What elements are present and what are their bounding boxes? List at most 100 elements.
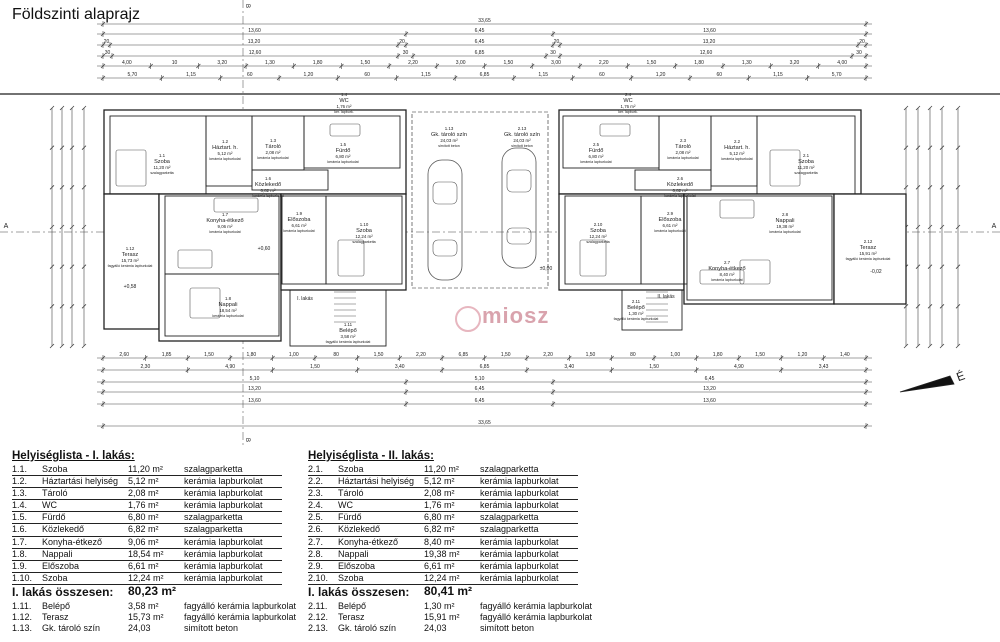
room-area: 19,38 m² [776, 224, 794, 229]
dimension-tick [939, 343, 945, 349]
dimension-label: 1,80 [246, 352, 256, 358]
dimension-tick [148, 63, 153, 69]
list1-area: 1,76 m² [128, 500, 159, 511]
room-number: 1.7 [222, 212, 229, 217]
room-finish: kerámia lapburkolat [252, 194, 283, 198]
dimension-tick [768, 63, 773, 69]
room-number: 2.3 [680, 138, 687, 143]
room-1-10-wall [325, 195, 403, 285]
room-name: WC [339, 98, 348, 104]
dimension-tick [81, 224, 87, 230]
dimension-tick [59, 304, 65, 309]
list2-area: 1,30 m² [424, 600, 455, 611]
dimension-tick [557, 53, 563, 59]
watermark: miosz [482, 303, 550, 328]
dimension-tick [270, 367, 275, 373]
car-right-windshield [506, 169, 532, 193]
car-left [427, 159, 463, 281]
dimension-label: 6,85 [458, 352, 468, 358]
list1-name: Gk. tároló szín [42, 623, 101, 634]
dimension-label: 1,50 [360, 60, 370, 66]
dimension-tick [196, 63, 201, 69]
list2-num: 2.12. [308, 612, 329, 623]
dimension-tick [927, 185, 933, 190]
room-area: 5,12 m² [730, 151, 745, 156]
dimension-label: 4,90 [225, 364, 235, 370]
carport-outline [411, 111, 549, 289]
dimension-tick [778, 355, 784, 361]
dimension-tick [69, 304, 75, 309]
north-arrow-icon [899, 375, 955, 393]
dimension-tick [915, 343, 921, 349]
dimension-label: 13,20 [248, 386, 261, 392]
dimension-tick [100, 367, 106, 373]
dimension-label: 6,45 [475, 386, 485, 392]
room-area: 15,73 m² [121, 258, 139, 263]
dimension-label: 5,70 [127, 72, 137, 78]
dimension-tick [49, 145, 55, 150]
room-name: Szoba [590, 228, 607, 234]
room-finish: szalagparketta [150, 171, 173, 175]
dimension-tick [312, 355, 318, 361]
dimension-label: 3,20 [217, 60, 227, 66]
walls [103, 109, 955, 393]
dimension-tick [736, 355, 742, 361]
room-number: 1.3 [270, 138, 277, 143]
dimension-tick [100, 75, 106, 81]
dimension-tick [543, 53, 549, 59]
level-mark: ±0,00 [540, 266, 553, 272]
dimension-label: 1,20 [798, 352, 808, 358]
list1-name: Nappali [42, 548, 73, 559]
room-2-1-wall [756, 115, 856, 195]
room-name: Nappali [219, 302, 238, 308]
dimension-tick [694, 367, 699, 373]
dimension-label: 2,20 [416, 352, 426, 358]
list2-finish: kerámia lapburkolat [480, 560, 559, 571]
list2-name: Konyha-étkező [338, 536, 399, 547]
dimension-tick [59, 224, 65, 230]
dimension-tick [403, 389, 409, 395]
section-mark-bottom: B [244, 438, 250, 442]
dimension-tick [939, 304, 945, 309]
dimension-tick [355, 355, 360, 361]
room-name: Háztart. h. [724, 145, 750, 151]
list2-num: 2.6. [308, 524, 324, 535]
dimension-tick [81, 343, 87, 349]
list2-name: Belépő [338, 600, 367, 611]
room-area: 3,58 m² [341, 334, 356, 339]
dimension-label: 1,50 [374, 352, 384, 358]
dimension-tick [529, 63, 535, 69]
room-number: 1.2 [222, 139, 229, 144]
list1-finish: szalagparketta [184, 464, 243, 474]
room-area: 9,06 m² [218, 224, 233, 229]
list2-area: 19,38 m² [424, 548, 460, 559]
dimension-label: 1,50 [501, 352, 511, 358]
dimension-tick [550, 42, 556, 48]
room-name: Terasz [122, 252, 139, 258]
dimension-label: 1,50 [755, 352, 765, 358]
dimension-tick [100, 63, 106, 69]
dimension-tick [927, 343, 933, 349]
room-area: 5,12 m² [218, 151, 233, 156]
room-finish: simított beton [438, 144, 460, 148]
list1-num: 1.9. [12, 560, 28, 571]
list2-name: Szoba [338, 464, 364, 474]
dimension-label: 30 [403, 50, 409, 56]
list2-num: 2.7. [308, 536, 324, 547]
dimension-label: 13,20 [248, 39, 261, 45]
dimension-tick [439, 367, 445, 373]
car-right [501, 147, 537, 269]
room-name: Közlekedő [667, 182, 693, 188]
bathtub-2 [599, 123, 631, 137]
list1-finish: kerámia lapburkolat [184, 548, 263, 559]
room-name: Konyha-étkező [708, 266, 745, 272]
dimension-label: 1,20 [656, 72, 666, 78]
